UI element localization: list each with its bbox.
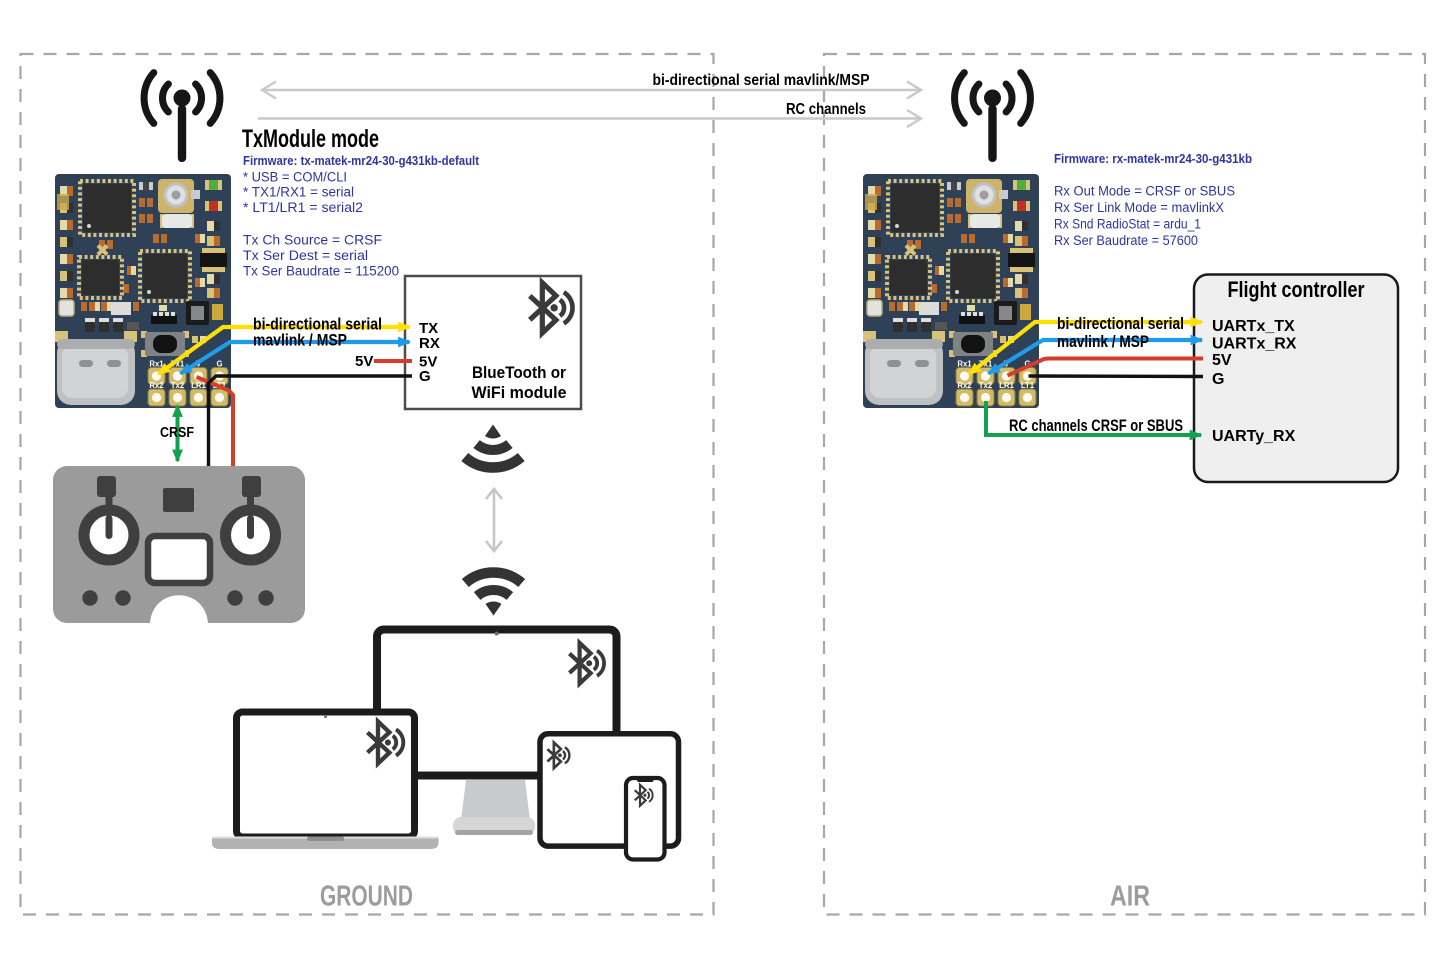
svg-text:UARTx_RX: UARTx_RX [1212,336,1297,353]
svg-text:TX: TX [419,320,438,337]
svg-text:UARTx_TX: UARTx_TX [1212,318,1295,335]
svg-text:bi-directional serial: bi-directional serial [1057,315,1184,333]
svg-text:Rx Out Mode = CRSF or SBUS: Rx Out Mode = CRSF or SBUS [1054,184,1235,199]
svg-text:Tx Ch Source = CRSF: Tx Ch Source = CRSF [243,233,382,248]
svg-text:BlueTooth or: BlueTooth or [472,363,566,382]
svg-text:Tx Ser Dest = serial: Tx Ser Dest = serial [243,248,368,263]
svg-text:* USB = COM/CLI: * USB = COM/CLI [243,170,347,185]
svg-text:Firmware: tx-matek-mr24-30-g43: Firmware: tx-matek-mr24-30-g431kb-defaul… [243,154,480,168]
svg-text:5V: 5V [1212,352,1232,369]
svg-text:Rx Snd RadioStat = ardu_1: Rx Snd RadioStat = ardu_1 [1054,217,1201,232]
svg-text:* LT1/LR1 = serial2: * LT1/LR1 = serial2 [243,200,363,215]
svg-text:Tx Ser Baudrate = 115200: Tx Ser Baudrate = 115200 [243,263,399,278]
svg-text:* TX1/RX1 = serial: * TX1/RX1 = serial [243,185,354,200]
svg-text:GROUND: GROUND [320,881,413,913]
svg-text:bi-directional serial: bi-directional serial [253,316,382,334]
svg-text:G: G [419,368,431,385]
svg-text:mavlink / MSP: mavlink / MSP [1057,333,1149,351]
svg-text:Flight controller: Flight controller [1228,277,1365,302]
svg-text:5V: 5V [419,354,437,371]
svg-text:WiFi module: WiFi module [472,383,567,402]
svg-text:5V: 5V [355,353,373,370]
svg-text:Rx Ser Link Mode = mavlinkX: Rx Ser Link Mode = mavlinkX [1054,200,1224,215]
svg-text:mavlink / MSP: mavlink / MSP [253,332,347,350]
svg-text:RX: RX [419,335,440,352]
svg-text:RC channels: RC channels [786,101,866,118]
svg-text:TxModule mode: TxModule mode [242,125,379,153]
svg-text:UARTy_RX: UARTy_RX [1212,428,1296,445]
svg-text:bi-directional serial mavlink/: bi-directional serial mavlink/MSP [653,72,870,89]
svg-text:AIR: AIR [1110,881,1150,913]
svg-text:G: G [1212,371,1224,388]
svg-text:Rx Ser Baudrate = 57600: Rx Ser Baudrate = 57600 [1054,233,1198,248]
svg-text:Firmware: rx-matek-mr24-30-g43: Firmware: rx-matek-mr24-30-g431kb [1054,152,1252,166]
svg-text:CRSF: CRSF [160,425,194,441]
svg-text:RC channels CRSF or SBUS: RC channels CRSF or SBUS [1009,417,1183,435]
